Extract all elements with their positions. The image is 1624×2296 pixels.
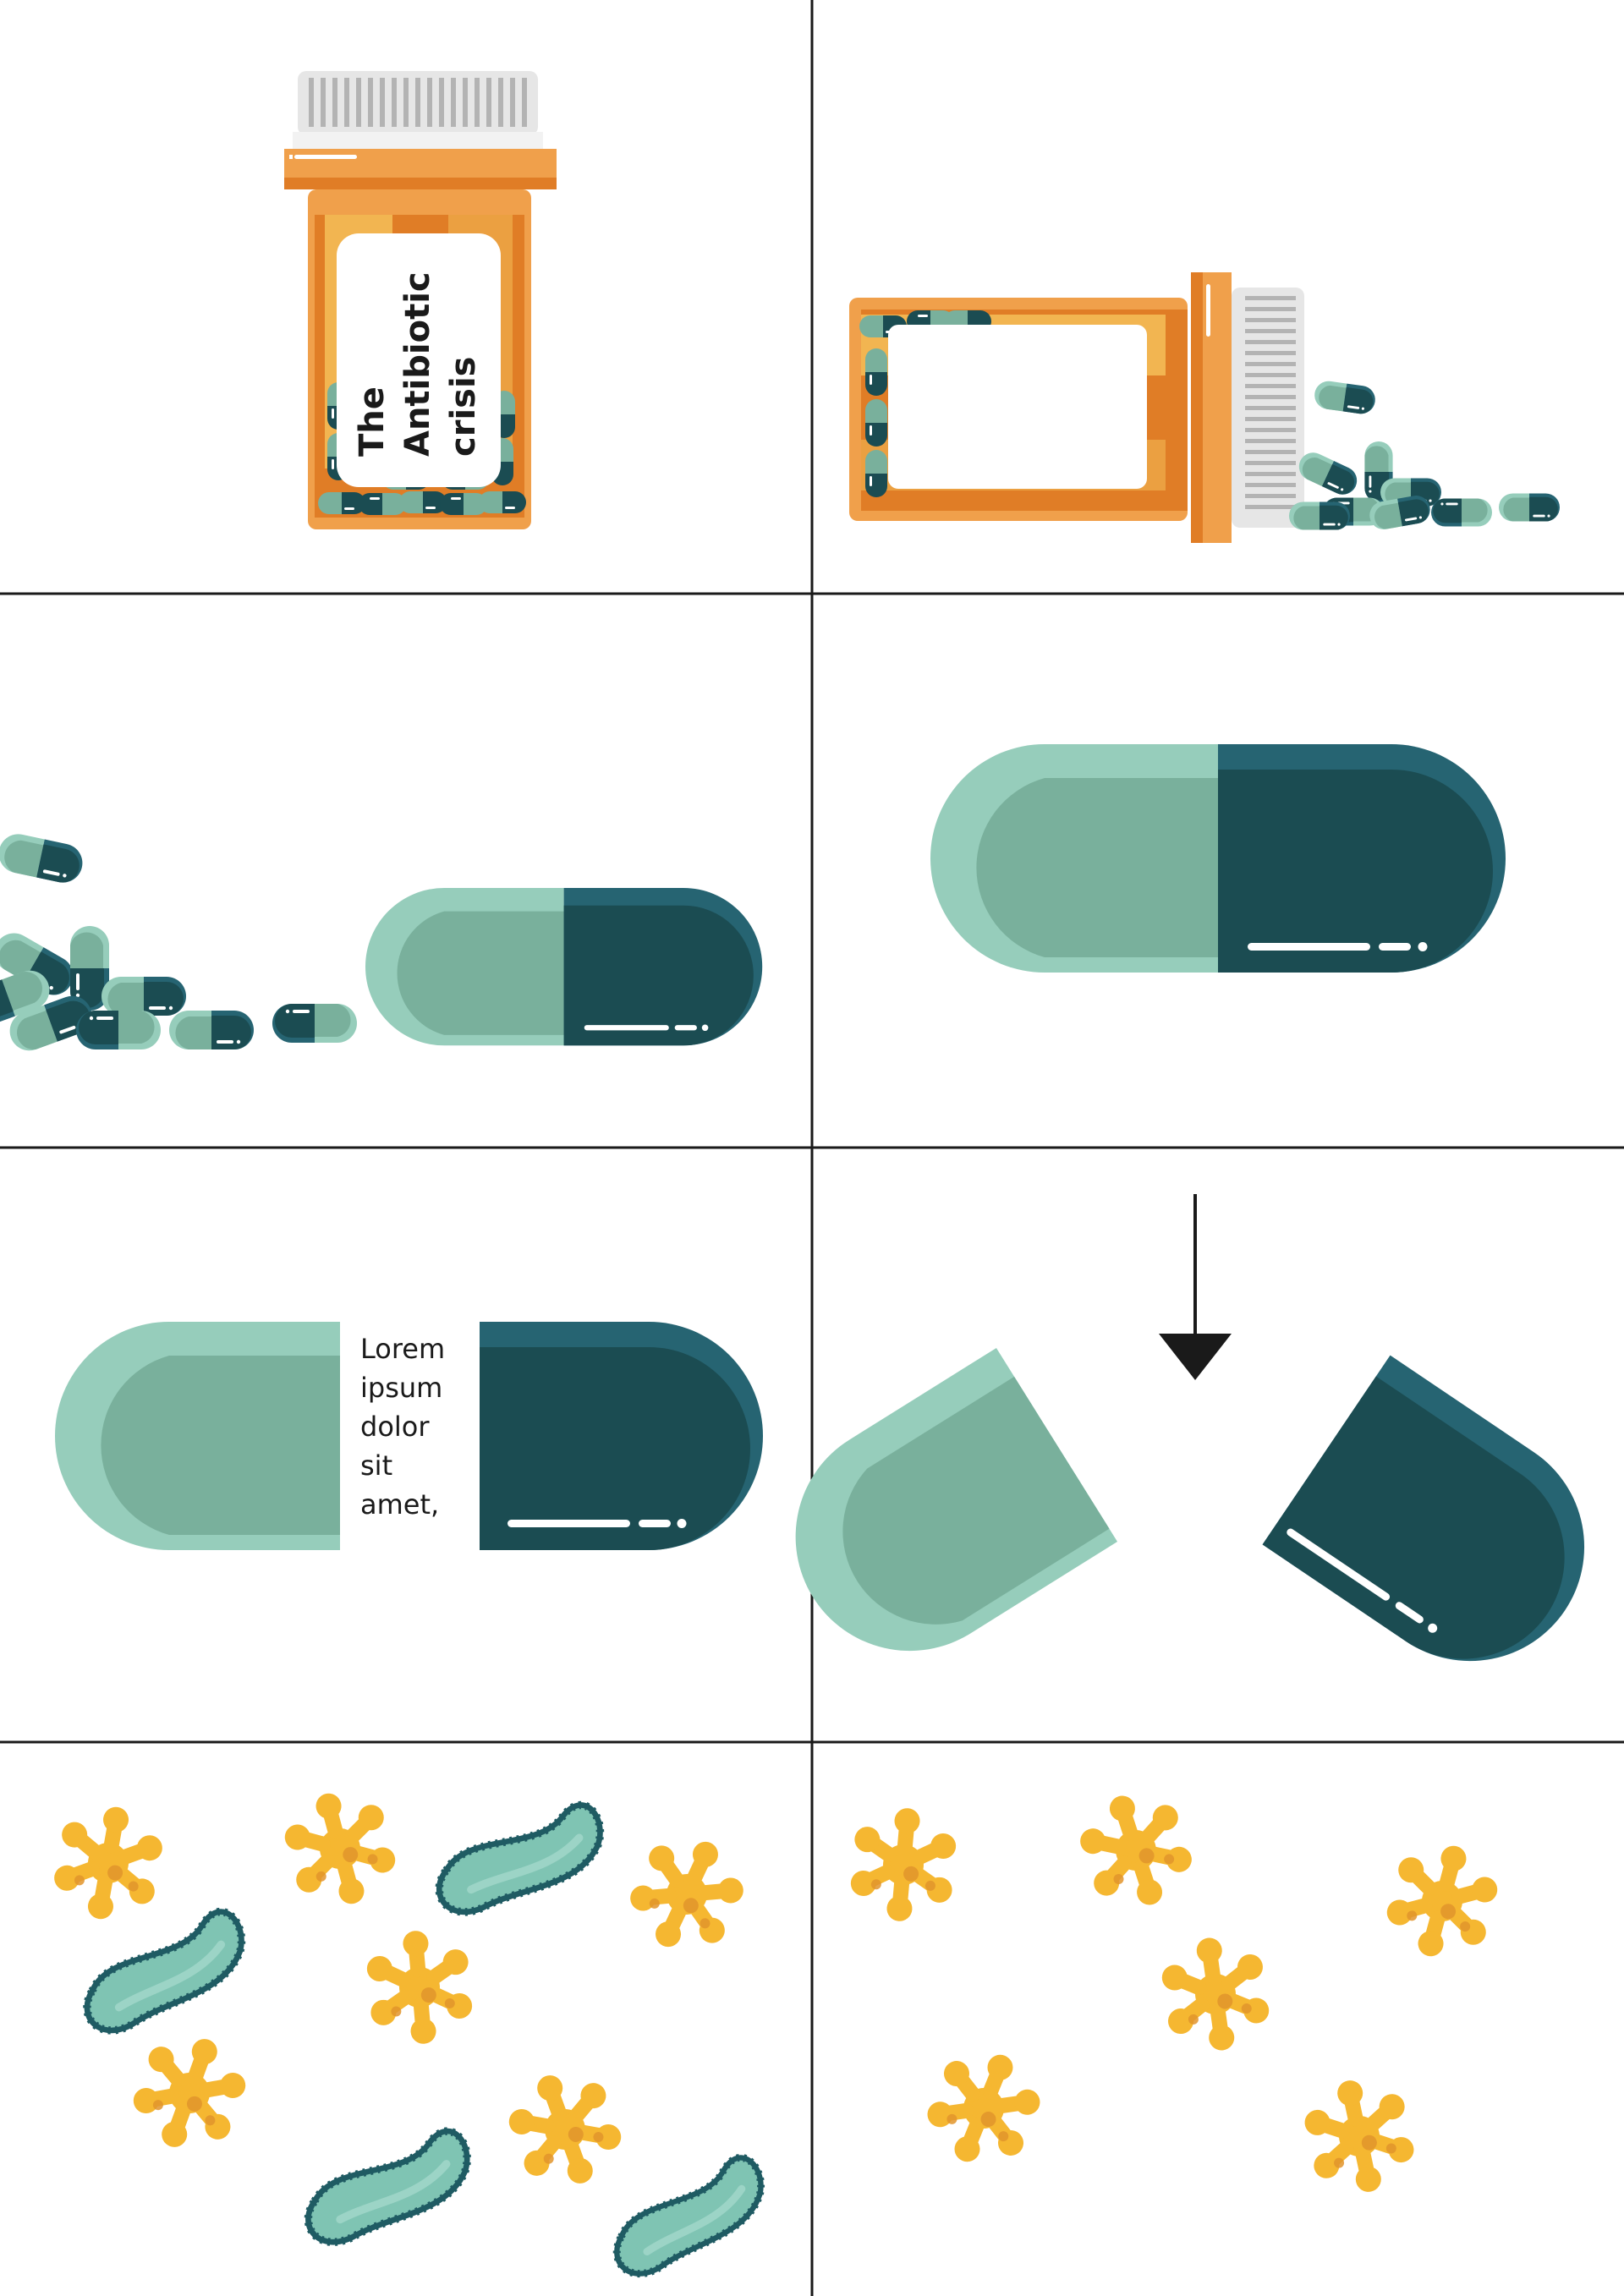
- pill-bottle-icon: [308, 189, 531, 529]
- text-line-3: dolor: [360, 1411, 430, 1443]
- text-line-1: Lorem: [360, 1333, 445, 1365]
- bottle-label: The Antibiotic crisis: [353, 271, 483, 457]
- panel-bottle-upright: The Antibiotic crisis: [284, 71, 557, 529]
- panel-capsule-broken: [795, 1194, 1584, 1662]
- panel-bottle-spilled: [849, 272, 1560, 543]
- label-line-3: crisis: [444, 357, 483, 457]
- capsule-right-half: [480, 1322, 763, 1550]
- arrow-down-icon: [1159, 1194, 1232, 1380]
- text-line-4: sit: [360, 1449, 392, 1482]
- panel-capsule-closeup: [930, 744, 1506, 973]
- text-line-5: amet,: [360, 1488, 439, 1521]
- bottle-cap-icon: [293, 71, 543, 151]
- tipped-bottle-icon: [849, 272, 1304, 543]
- capsule-icon: [365, 888, 763, 1046]
- capsule-text: Lorem ipsum dolor sit amet,: [360, 1333, 445, 1521]
- panel-capsule-open: Lorem ipsum dolor sit amet,: [55, 1322, 763, 1550]
- capsule-left-half: [55, 1322, 340, 1550]
- broken-capsule-left: [795, 1347, 1118, 1652]
- label-line-1: The: [353, 386, 392, 457]
- label-line-2: Antibiotic: [398, 271, 437, 457]
- text-line-2: ipsum: [360, 1372, 442, 1404]
- capsule-large-icon: [930, 744, 1506, 973]
- broken-capsule-right: [1262, 1355, 1584, 1662]
